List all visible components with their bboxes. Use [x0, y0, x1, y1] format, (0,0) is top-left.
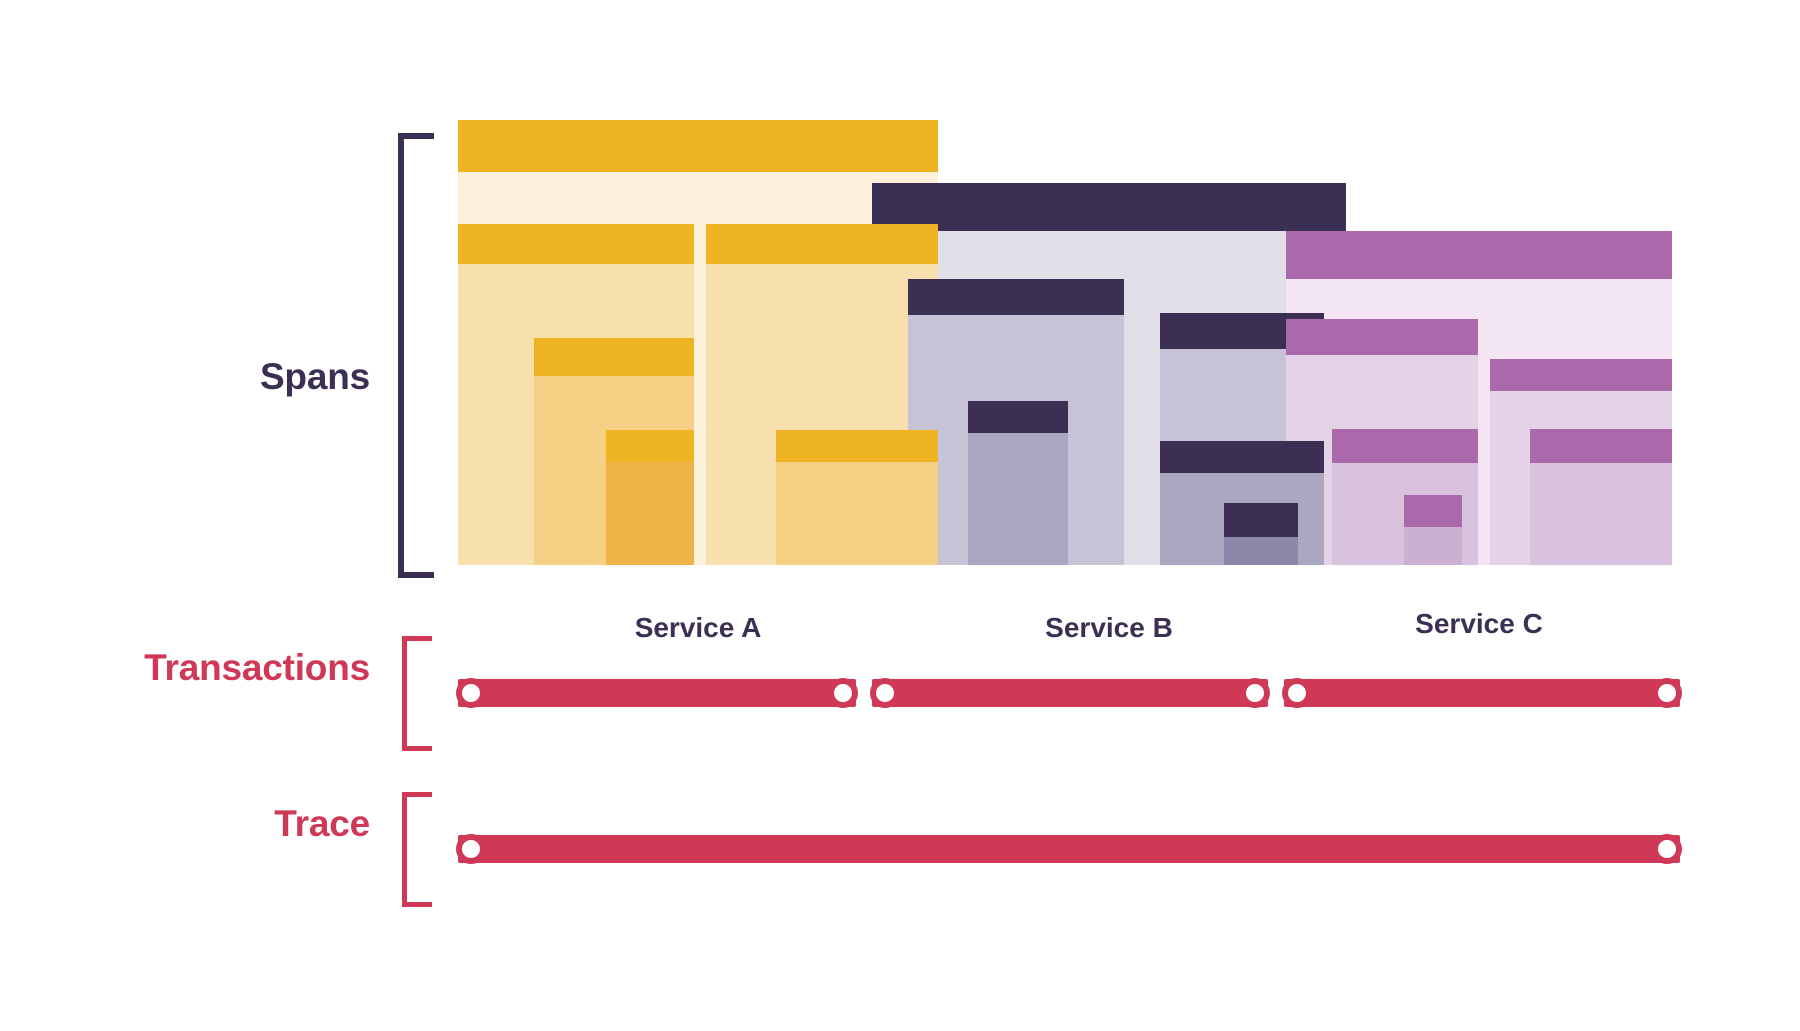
- span-header-bar: [1160, 441, 1324, 473]
- timeline-start-dot[interactable]: [870, 678, 900, 708]
- timeline-end-dot[interactable]: [828, 678, 858, 708]
- bracket-transactions: [402, 636, 432, 751]
- span-header-bar: [1404, 495, 1462, 527]
- timeline-bar: [872, 679, 1268, 707]
- timeline-bar: [1284, 679, 1680, 707]
- span-service-a-leaf-span-3[interactable]: [776, 430, 938, 565]
- timeline-end-dot[interactable]: [1240, 678, 1270, 708]
- service-caption-c: Service C: [1415, 608, 1543, 639]
- span-header-bar: [606, 430, 694, 462]
- transaction-service-c[interactable]: [1282, 678, 1682, 708]
- span-body: [1530, 463, 1672, 565]
- span-body: [776, 462, 938, 565]
- bracket-spans: [398, 133, 434, 578]
- span-header-bar: [458, 224, 694, 264]
- transaction-service-a[interactable]: [456, 678, 858, 708]
- span-service-a-leaf-span-2[interactable]: [606, 430, 694, 565]
- span-stack-service-b: [872, 183, 1346, 565]
- timeline-start-dot[interactable]: [456, 834, 486, 864]
- span-header-bar: [776, 430, 938, 462]
- trace-span[interactable]: [456, 834, 1682, 864]
- span-header-bar: [1286, 319, 1478, 355]
- span-header-bar: [1530, 429, 1672, 463]
- bracket-transactions-shape: [402, 636, 432, 751]
- timeline-start-dot[interactable]: [1282, 678, 1312, 708]
- span-service-c-leaf-span-3[interactable]: [1404, 495, 1462, 565]
- span-service-b-leaf-span-1[interactable]: [968, 401, 1068, 565]
- span-header-bar: [968, 401, 1068, 433]
- timeline-bar: [458, 679, 856, 707]
- span-header-bar: [1332, 429, 1478, 463]
- span-stack-service-a: [458, 120, 938, 565]
- span-header-bar: [706, 224, 938, 264]
- row-label-trace: Trace: [274, 803, 370, 844]
- row-label-transactions: Transactions: [144, 647, 370, 688]
- timeline-bar: [458, 835, 1680, 863]
- bracket-trace-shape: [402, 792, 432, 907]
- span-service-b-leaf-span-3[interactable]: [1224, 503, 1298, 565]
- span-stack-service-c: [1286, 231, 1672, 565]
- span-header-bar: [534, 338, 694, 376]
- bracket-trace: [402, 792, 432, 907]
- service-caption-b: Service B: [1045, 612, 1173, 643]
- span-header-bar: [908, 279, 1124, 315]
- span-service-c-leaf-span-2[interactable]: [1530, 429, 1672, 565]
- row-label-spans: Spans: [259, 356, 370, 397]
- timeline-start-dot[interactable]: [456, 678, 486, 708]
- span-header-bar: [1490, 359, 1672, 391]
- service-caption-a: Service A: [634, 612, 762, 643]
- span-header-bar: [458, 120, 938, 172]
- timeline-end-dot[interactable]: [1652, 678, 1682, 708]
- span-header-bar: [1224, 503, 1298, 537]
- span-header-bar: [872, 183, 1346, 231]
- span-header-bar: [1286, 231, 1672, 279]
- span-body: [968, 433, 1068, 565]
- transaction-service-b[interactable]: [870, 678, 1270, 708]
- bracket-spans-shape: [398, 133, 434, 578]
- span-body: [606, 462, 694, 565]
- span-body: [1224, 537, 1298, 565]
- span-body: [1404, 527, 1462, 565]
- timeline-end-dot[interactable]: [1652, 834, 1682, 864]
